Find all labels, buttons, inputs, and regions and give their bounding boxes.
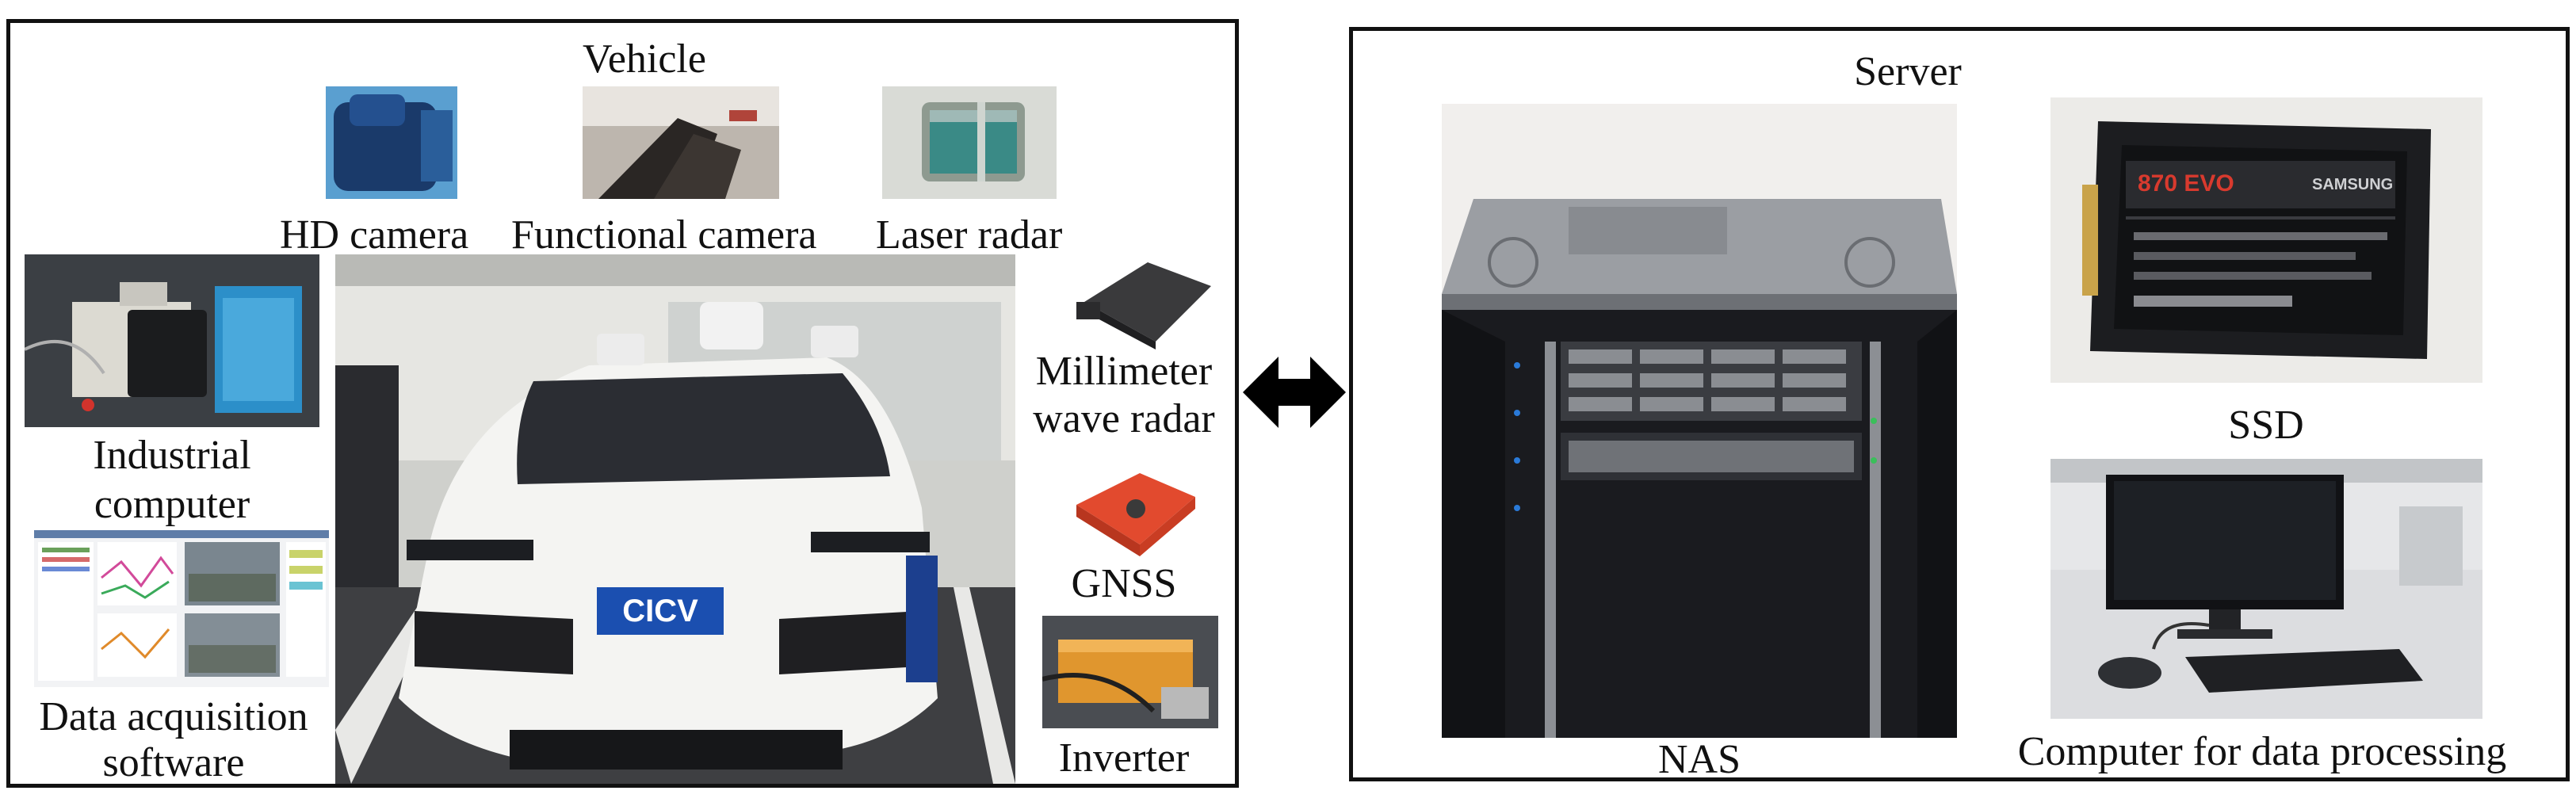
car-plate-text: CICV bbox=[622, 594, 698, 628]
laser-radar-photo bbox=[882, 86, 1057, 199]
gnss-photo bbox=[1061, 457, 1211, 560]
millimeter-radar-label-2: wave radar bbox=[1033, 396, 1215, 441]
nas-rack-photo bbox=[1442, 104, 1957, 738]
functional-camera-photo bbox=[583, 86, 779, 199]
ssd-brand-text: SAMSUNG bbox=[2312, 176, 2394, 193]
double-arrow-icon bbox=[1243, 357, 1346, 428]
data-acquisition-label-2: software bbox=[102, 740, 245, 785]
vehicle-photo: CICV bbox=[335, 254, 1015, 784]
computer-photo bbox=[2050, 459, 2482, 719]
vehicle-panel: Vehicle HD camera Functional camera bbox=[6, 19, 1239, 788]
hd-camera-photo bbox=[326, 86, 457, 199]
ssd-photo: 870 EVO SAMSUNG bbox=[2050, 97, 2482, 383]
data-acquisition-software-photo bbox=[34, 530, 329, 687]
inverter-photo bbox=[1042, 616, 1218, 728]
computer-label: Computer for data processing bbox=[2017, 729, 2507, 774]
server-panel: Server bbox=[1349, 27, 2570, 782]
hd-camera-label: HD camera bbox=[280, 212, 469, 258]
ssd-model-text: 870 EVO bbox=[2138, 170, 2234, 197]
laser-radar-label: Laser radar bbox=[876, 212, 1063, 258]
gnss-label: GNSS bbox=[1071, 561, 1177, 606]
millimeter-wave-radar-photo bbox=[1068, 254, 1219, 349]
industrial-computer-label-2: computer bbox=[94, 482, 250, 527]
server-title: Server bbox=[1854, 49, 1962, 94]
vehicle-title: Vehicle bbox=[583, 36, 706, 82]
functional-camera-label: Functional camera bbox=[511, 212, 817, 258]
industrial-computer-photo bbox=[25, 254, 319, 427]
millimeter-radar-label-1: Millimeter bbox=[1035, 349, 1213, 394]
industrial-computer-label-1: Industrial bbox=[93, 433, 251, 478]
nas-label: NAS bbox=[1657, 737, 1741, 782]
data-acquisition-label-1: Data acquisition bbox=[39, 694, 308, 739]
inverter-label: Inverter bbox=[1058, 735, 1190, 781]
ssd-label: SSD bbox=[2228, 403, 2304, 448]
